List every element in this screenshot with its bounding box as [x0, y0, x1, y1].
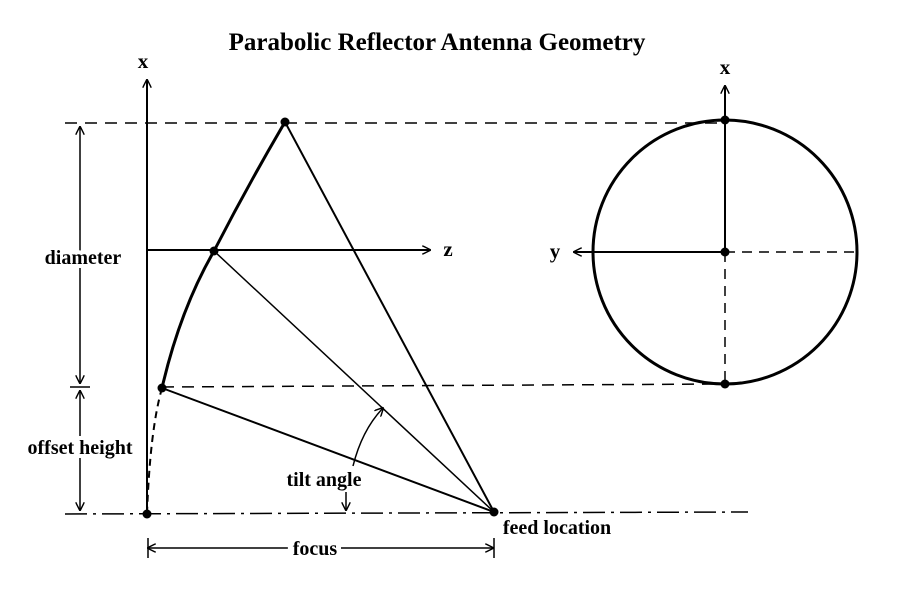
- diameter-label: diameter: [45, 247, 122, 269]
- offset-reference-line: [161, 383, 725, 388]
- front-bottom-point: [720, 379, 730, 389]
- reflector-curve: [160, 121, 287, 389]
- front-x-axis-label: x: [720, 55, 731, 79]
- front-center-point: [720, 247, 730, 257]
- front-y-axis-label: y: [550, 239, 561, 263]
- feed-point: [489, 507, 499, 517]
- reflector-top-point: [280, 117, 290, 127]
- reflector-axis-point: [209, 246, 219, 256]
- tilt-angle-arc: [352, 408, 383, 467]
- front-view: x y: [550, 55, 859, 389]
- offset-height-label: offset height: [28, 437, 133, 459]
- ray-top: [284, 121, 495, 513]
- ray-middle: [213, 250, 495, 513]
- tilt-angle-label: tilt angle: [287, 469, 362, 491]
- side-x-axis-label: x: [138, 49, 149, 73]
- ray-bottom: [161, 387, 495, 513]
- front-top-point: [720, 115, 730, 125]
- reflector-curve-extension: [146, 387, 163, 515]
- baseline: [64, 511, 749, 515]
- feed-location-label: feed location: [503, 517, 611, 539]
- side-z-axis-label: z: [443, 237, 452, 261]
- side-view: x z tilt angle feed location diamete: [24, 49, 749, 565]
- focus-label: focus: [293, 538, 338, 560]
- reflector-bottom-point: [157, 383, 167, 393]
- vertex-point: [142, 509, 152, 519]
- diagram-title: Parabolic Reflector Antenna Geometry: [229, 29, 646, 56]
